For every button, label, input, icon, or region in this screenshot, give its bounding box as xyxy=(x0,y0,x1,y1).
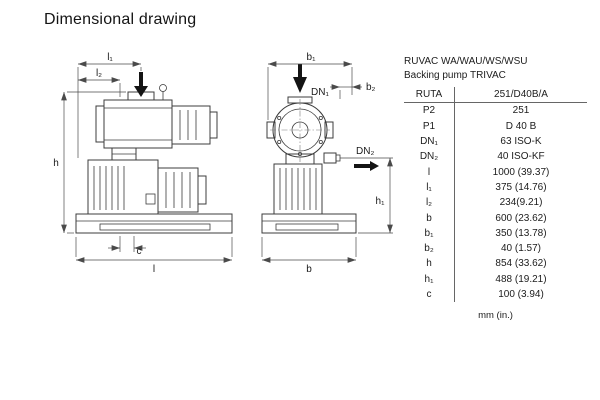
roots-pump-side xyxy=(95,84,218,161)
row-label: DN₂ xyxy=(419,151,439,163)
row-label: P2 xyxy=(422,105,436,117)
row-value: 854 (33.62) xyxy=(454,256,587,272)
row-value: 350 (13.78) xyxy=(454,225,587,241)
dim-label-dn1: DN₁ xyxy=(311,87,329,98)
dim-label-h: h xyxy=(53,158,59,169)
row-label: h₁ xyxy=(424,273,434,285)
dimensions-right xyxy=(261,61,393,263)
row-label: b xyxy=(426,212,432,224)
inlet-flow-arrow-right xyxy=(293,64,307,93)
table-row-dn2: DN₂ 40 ISO-KF xyxy=(404,149,587,165)
backing-pump-end xyxy=(273,153,323,215)
table-row-b: b 600 (23.62) xyxy=(404,210,587,226)
row-value: D 40 B xyxy=(454,118,587,134)
dim-label-c: c xyxy=(137,246,142,257)
spec-panel: RUVAC WA/WAU/WS/WSU Backing pump TRIVAC … xyxy=(404,55,587,321)
base-frame-left xyxy=(75,213,233,234)
dim-label-h1: h₁ xyxy=(376,196,386,207)
row-label: c xyxy=(426,289,432,300)
row-label: h xyxy=(426,258,432,270)
product-info: RUVAC WA/WAU/WS/WSU Backing pump TRIVAC xyxy=(404,55,587,82)
dim-label-l: l xyxy=(153,264,155,275)
table-row-h: h 854 (33.62) xyxy=(404,256,587,272)
row-value: 40 (1.57) xyxy=(454,240,587,257)
page-title: Dimensional drawing xyxy=(44,11,197,28)
outlet-flow-arrow-dn2 xyxy=(354,161,379,171)
row-value: 375 (14.76) xyxy=(454,179,587,196)
row-value: 1000 (39.37) xyxy=(454,164,587,180)
row-label: b₁ xyxy=(424,227,434,239)
table-row-l2: l₂ 234(9.21) xyxy=(404,195,587,211)
dim-label-l2: l₂ xyxy=(96,68,102,79)
table-row-l: l 1000 (39.37) xyxy=(404,164,587,180)
table-row-p2: P2 251 xyxy=(404,103,587,119)
table-row-b2: b₂ 40 (1.57) xyxy=(404,240,587,257)
spec-table: RUTA 251/D40B/A P2 251 P1 D 40 B DN₁ 63 … xyxy=(404,87,587,303)
row-value: 488 (19.21) xyxy=(454,271,587,287)
row-value: 600 (23.62) xyxy=(454,210,587,226)
dim-label-b1: b₁ xyxy=(307,52,317,63)
product-name: RUVAC WA/WAU/WS/WSU xyxy=(404,56,528,67)
row-value: 251 xyxy=(454,103,587,119)
roots-pump-end xyxy=(266,96,341,164)
row-label: b₂ xyxy=(424,243,434,255)
row-label: l₂ xyxy=(425,197,433,209)
row-value: 234(9.21) xyxy=(454,195,587,211)
right-view: b₁ b₂ DN₁ DN₂ h₁ b xyxy=(261,52,393,275)
units-note: mm (in.) xyxy=(478,310,513,322)
dim-label-b2: b₂ xyxy=(366,82,376,93)
table-header-row: RUTA 251/D40B/A xyxy=(404,87,587,104)
dim-label-l1: l₁ xyxy=(107,52,113,63)
backing-pump-side xyxy=(87,159,207,215)
header-value: 251/D40B/A xyxy=(454,87,587,103)
backing-pump-name: Backing pump TRIVAC xyxy=(404,69,506,81)
eyebolt xyxy=(159,84,167,92)
left-view: l₁ l₂ h l c xyxy=(53,52,233,275)
table-row-c: c 100 (3.94) xyxy=(404,286,587,303)
inlet-flow-arrow-left xyxy=(134,72,148,97)
row-label: l₁ xyxy=(426,181,432,193)
dim-label-b: b xyxy=(306,264,312,275)
row-label: DN₁ xyxy=(420,136,438,148)
table-row-b1: b₁ 350 (13.78) xyxy=(404,225,587,241)
base-frame-right xyxy=(261,213,357,234)
table-row-h1: h₁ 488 (19.21) xyxy=(404,271,587,287)
dim-label-dn2: DN₂ xyxy=(356,146,374,157)
dn2-flange xyxy=(323,152,337,164)
row-value: 63 ISO-K xyxy=(454,133,587,150)
table-row-p1: P1 D 40 B xyxy=(404,118,587,134)
header-label: RUTA xyxy=(415,89,443,101)
table-row-dn1: DN₁ 63 ISO-K xyxy=(404,133,587,150)
row-label: l xyxy=(427,166,431,178)
dimensions-left xyxy=(61,61,233,263)
row-value: 100 (3.94) xyxy=(454,286,587,303)
row-value: 40 ISO-KF xyxy=(454,149,587,165)
table-row-l1: l₁ 375 (14.76) xyxy=(404,179,587,196)
row-label: P1 xyxy=(422,120,436,132)
